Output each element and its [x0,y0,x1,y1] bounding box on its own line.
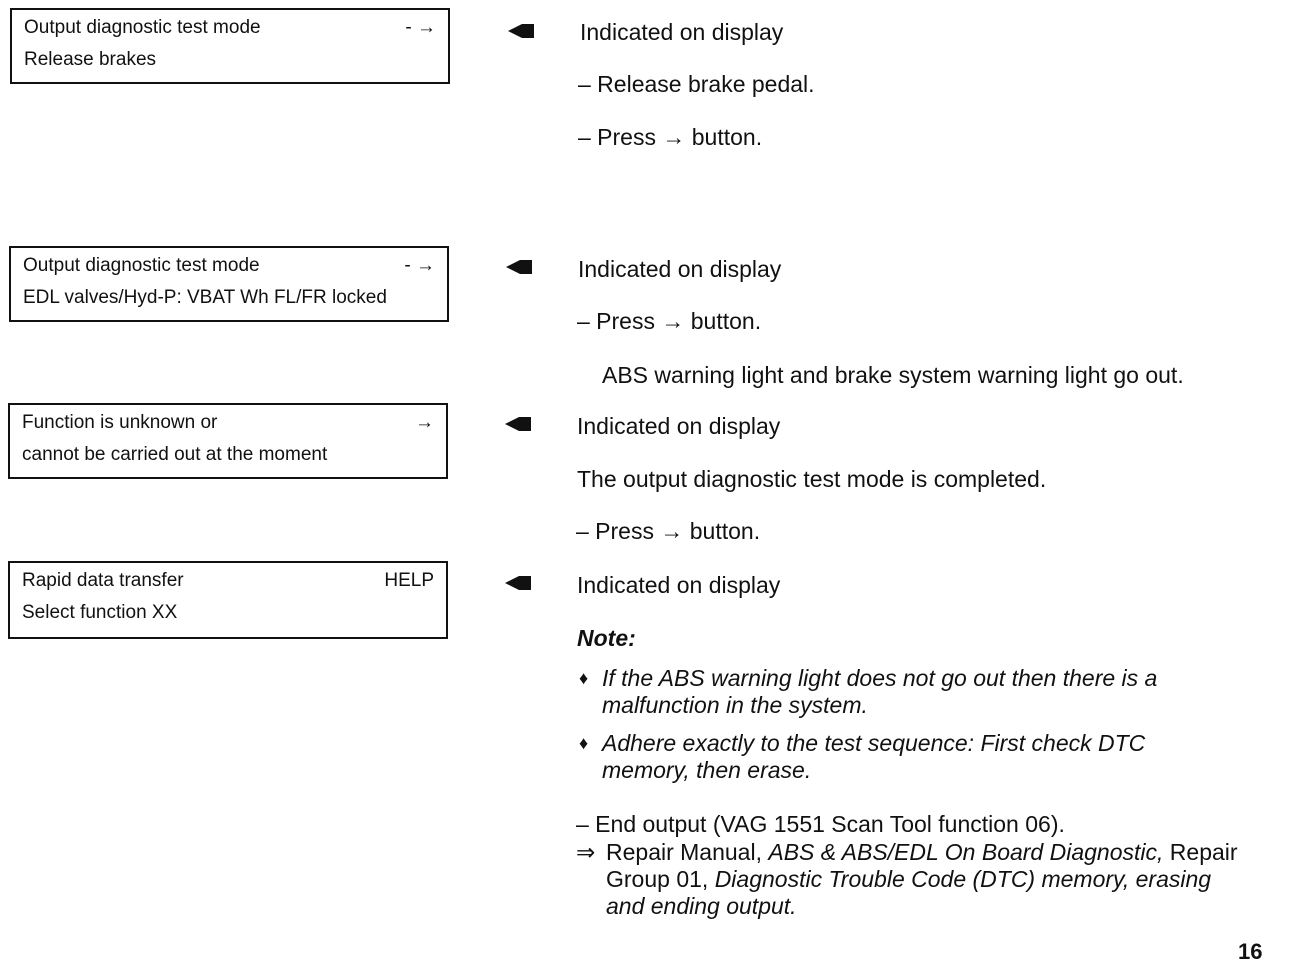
display-line: Function is unknown or [22,412,218,433]
display-line: Release brakes [24,49,157,70]
completed-text: The output diagnostic test mode is compl… [577,466,1047,492]
display-line: Select function XX [22,602,178,623]
end-output-step: – End output (VAG 1551 Scan Tool functio… [576,811,1065,837]
pointer-icon [505,576,531,590]
note-2-line-2: memory, then erase. [602,757,812,783]
step-press-button: – Press → button. [578,124,763,150]
note-label: Note: [577,625,636,651]
reference-line-2: Group 01, Diagnostic Trouble Code (DTC) … [606,866,1212,892]
display-line: Output diagnostic test mode [23,255,260,276]
indicated-text: Indicated on display [577,413,781,439]
display-box-3: Function is unknown or → cannot be carrie… [8,403,448,479]
abs-light-text: ABS warning light and brake system warni… [602,362,1184,388]
display-line: cannot be carried out at the moment [22,444,328,465]
note-2-line-1: Adhere exactly to the test sequence: Fir… [602,730,1146,756]
bullet-icon: ♦ [579,733,589,753]
reference-arrow-icon: ⇒ [576,839,596,865]
pointer-icon [505,417,531,431]
indicated-text: Indicated on display [577,572,781,598]
reference-line-3: and ending output. [606,893,797,919]
pointer-icon [506,260,532,274]
display-line: EDL valves/Hyd-P: VBAT Wh FL/FR locked [23,287,387,308]
bullet-icon: ♦ [579,668,589,688]
display-box-4: Rapid data transfer HELP Select function … [8,561,448,639]
display-arrow: - → [404,255,435,276]
display-line: Rapid data transfer [22,570,184,591]
page-number: 16 [1238,939,1263,964]
indicated-text: Indicated on display [578,256,782,282]
step-press-button: – Press → button. [577,308,762,334]
display-box-2: Output diagnostic test mode - → EDL valve… [9,246,449,322]
indicated-text: Indicated on display [580,19,784,45]
step-press-button: – Press → button. [576,518,761,544]
display-help: HELP [384,570,434,591]
note-1-line-1: If the ABS warning light does not go out… [602,665,1158,691]
pointer-icon [508,24,534,38]
display-arrow: - → [405,17,436,38]
display-arrow: → [415,412,434,433]
display-line: Output diagnostic test mode [24,17,261,38]
note-1-line-2: malfunction in the system. [602,692,868,718]
reference-line-1: Repair Manual, ABS & ABS/EDL On Board Di… [606,839,1238,865]
step-release-pedal: – Release brake pedal. [578,71,815,97]
display-box-1: Output diagnostic test mode - → Release b… [10,8,450,84]
